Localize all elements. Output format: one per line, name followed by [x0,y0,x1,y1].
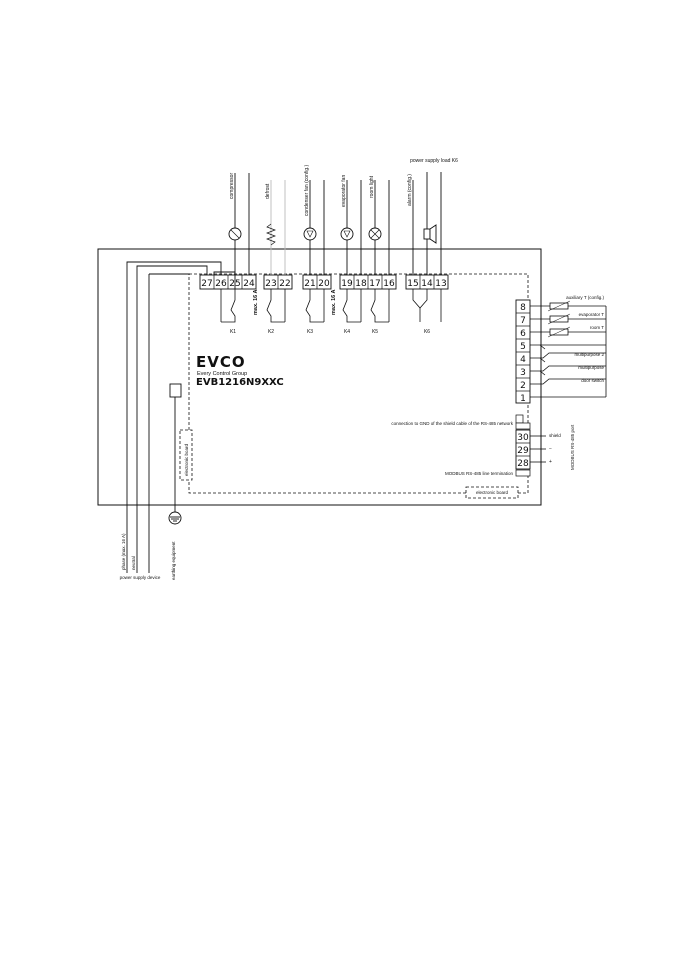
terminal-23: 23 [265,279,276,289]
terminal-15: 15 [407,279,418,289]
board-outline [188,273,529,494]
max-rating-k3: max. 16 A [331,289,337,315]
top-terminal-block: 27 26 25 24 23 22 21 20 19 18 17 16 15 1… [199,274,449,290]
max-rating-k1: max. 16 A [253,289,259,315]
input-multipurpose: multipurpose [578,365,604,370]
load-label-room-light: room light [369,175,375,198]
load-wiring [228,172,442,275]
relay-k4: K4 [344,329,350,335]
rs485-minus: − [549,446,552,452]
terminal-2: 2 [520,381,526,391]
terminal-1: 1 [520,394,526,404]
load-label-alarm: alarm (config.) [407,174,413,206]
probe-wiring [530,300,607,398]
load-label-evaporator: evaporator fan [341,175,347,207]
terminal-13: 13 [435,279,446,289]
terminal-7: 7 [520,316,526,326]
probe-auxiliary: auxiliary T (config.) [566,295,604,300]
terminal-4: 4 [520,355,526,365]
rs485-plus: + [549,459,552,465]
earthing-equipment: earthing equipment [171,541,176,580]
terminal-16: 16 [383,279,395,289]
electronic-board-bottom-label: electronic board [476,490,509,495]
terminal-20: 20 [318,279,330,289]
terminal-27: 27 [201,279,212,289]
rs485-shield: shield [549,433,561,438]
power-supply-k6-label: power supply load K6 [410,158,458,164]
terminal-19: 19 [341,279,353,289]
terminal-29: 29 [517,446,529,456]
evco-tagline: Every Control Group [197,371,247,377]
terminal-26: 26 [215,279,227,289]
relay-k3: K3 [307,329,313,335]
relay-contacts [220,289,442,323]
terminal-24: 24 [243,279,255,289]
load-label-defrost: defrost [265,183,271,199]
relay-k5: K5 [372,329,378,335]
terminal-21: 21 [304,279,315,289]
terminal-6: 6 [520,329,526,339]
probe-evaporator: evaporator T [579,312,605,317]
input-door-switch: door switch [581,378,604,383]
electronic-board-left [179,429,193,481]
terminal-14: 14 [421,279,433,289]
input-multipurpose-2: multipurpose 2 [574,352,604,357]
terminal-22: 22 [279,279,290,289]
model-number: EVB1216N9XXC [196,377,284,388]
rs485-gnd-note: connection to GND of the shield cable of… [391,421,513,426]
supply-neutral: neutral [131,556,136,570]
terminal-5: 5 [520,342,526,352]
supply-wiring [126,261,236,573]
rs485-port: MODBUS RS-485 port [570,424,575,470]
relay-k2: K2 [268,329,274,335]
load-label-compressor: compressor [229,173,235,199]
evco-logo: EVCO [196,353,246,371]
rs485-block [515,414,546,477]
load-label-condenser: condenser fan (config.) [304,165,310,216]
terminal-17: 17 [369,279,380,289]
probe-room: room T [590,325,604,330]
supply-device: power supply device [120,575,161,580]
relay-k1: K1 [230,329,236,335]
electronic-board-bottom [465,486,519,499]
relay-k6: K6 [424,329,430,335]
outer-enclosure [97,248,542,506]
rs485-termination: MODBUS RS-485 line termination [445,471,514,476]
terminal-8: 8 [520,303,526,313]
terminal-28: 28 [517,459,529,469]
terminal-30: 30 [517,433,529,443]
electronic-board-left-label: electronic board [184,443,189,476]
right-terminal-block [515,299,531,404]
terminal-18: 18 [355,279,367,289]
terminal-3: 3 [520,368,526,378]
supply-phase: phase (max. 16 A) [121,533,126,570]
